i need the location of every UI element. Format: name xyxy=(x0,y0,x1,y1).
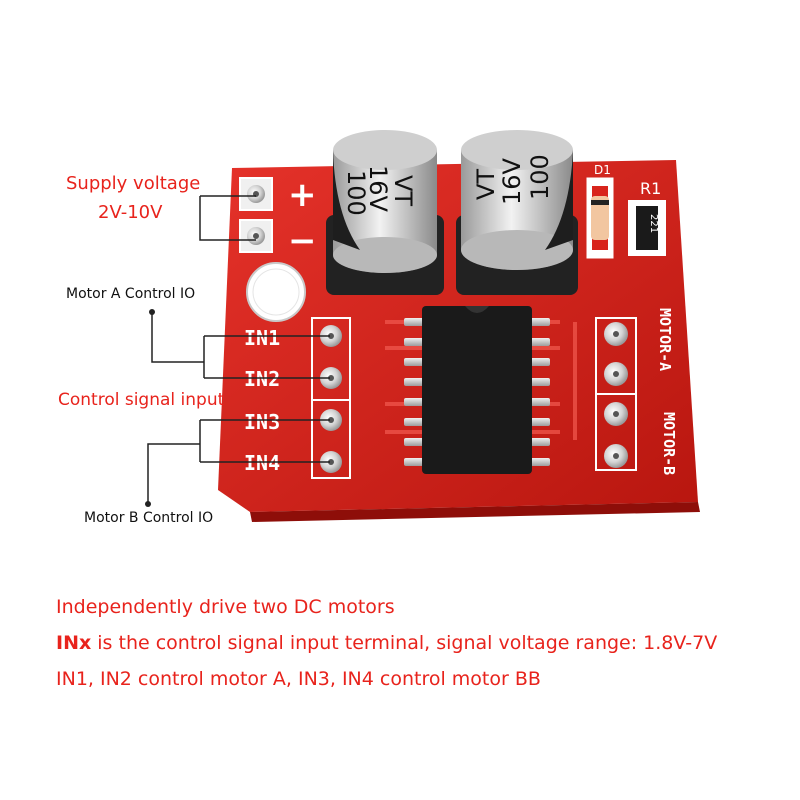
supply-bracket xyxy=(199,195,256,241)
driver-chip xyxy=(404,306,550,474)
description-line-2: INx is the control signal input terminal… xyxy=(56,632,717,654)
inx-term: INx xyxy=(56,632,92,654)
capacitor-left: 100 16V VT xyxy=(326,130,444,295)
chip-pin-left xyxy=(404,398,424,406)
pad-motor-b2 xyxy=(604,444,628,468)
capacitor-right-line2: 16V xyxy=(498,157,526,205)
pad-motor-b1 xyxy=(604,402,628,426)
pad-in4 xyxy=(320,451,342,473)
pin-label-in3: IN3 xyxy=(244,410,280,434)
control-signal-input-label: Control signal input xyxy=(58,390,225,410)
chip-pin-right xyxy=(530,418,550,426)
pad-motor-a1 xyxy=(604,322,628,346)
chip-pin-left xyxy=(404,318,424,326)
motor-b-bracket xyxy=(147,419,330,504)
chip-pin-right xyxy=(530,398,550,406)
power-minus-pad xyxy=(239,219,273,253)
capacitor-right: 100 16V VT xyxy=(456,130,578,295)
pin-label-in2: IN2 xyxy=(244,367,280,391)
chip-pin-right xyxy=(530,378,550,386)
chip-pin-right xyxy=(530,458,550,466)
chip-pin-left xyxy=(404,358,424,366)
chip-pin-left xyxy=(404,458,424,466)
pin-label-in1: IN1 xyxy=(244,326,280,350)
chip-pin-right xyxy=(530,338,550,346)
motor-driver-board: + − 100 16V VT 100 16V VT D1 22 xyxy=(145,130,700,522)
pad-motor-a2 xyxy=(604,362,628,386)
motor-a-label: MOTOR-A xyxy=(656,308,674,371)
capacitor-right-line3: VT xyxy=(472,169,500,200)
capacitor-right-line1: 100 xyxy=(526,154,554,200)
supply-range-label: 2V-10V xyxy=(98,202,163,223)
chip-pin-left xyxy=(404,338,424,346)
capacitor-left-line1: 100 xyxy=(342,170,370,216)
plus-sign: + xyxy=(288,175,317,215)
resistor: 221 xyxy=(628,200,666,256)
chip-pin-right xyxy=(530,358,550,366)
description-line-2-text: is the control signal input terminal, si… xyxy=(91,632,718,654)
supply-voltage-label: Supply voltage xyxy=(66,173,201,194)
motor-b-control-label: Motor B Control IO xyxy=(84,510,214,526)
capacitor-left-line3: VT xyxy=(389,175,417,206)
motor-a-control-label: Motor A Control IO xyxy=(66,286,196,302)
resistor-label: R1 xyxy=(640,179,661,198)
diode xyxy=(586,177,614,259)
description-line-1: Independently drive two DC motors xyxy=(56,596,395,618)
pad-in3 xyxy=(320,409,342,431)
description-line-3: IN1, IN2 control motor A, IN3, IN4 contr… xyxy=(56,668,541,690)
pad-in1 xyxy=(320,325,342,347)
minus-sign: − xyxy=(288,221,317,261)
diode-label: D1 xyxy=(594,163,611,177)
chip-pin-left xyxy=(404,438,424,446)
chip-pin-left xyxy=(404,378,424,386)
motor-b-label: MOTOR-B xyxy=(660,412,678,475)
chip-pin-left xyxy=(404,418,424,426)
chip-pin-right xyxy=(530,318,550,326)
chip-pin-right xyxy=(530,438,550,446)
resistor-code: 221 xyxy=(648,214,659,233)
pin-label-in4: IN4 xyxy=(244,451,280,475)
pad-in2 xyxy=(320,367,342,389)
power-plus-pad xyxy=(239,177,273,211)
capacitor-left-line2: 16V xyxy=(364,165,392,213)
motor-a-bracket xyxy=(151,312,330,379)
